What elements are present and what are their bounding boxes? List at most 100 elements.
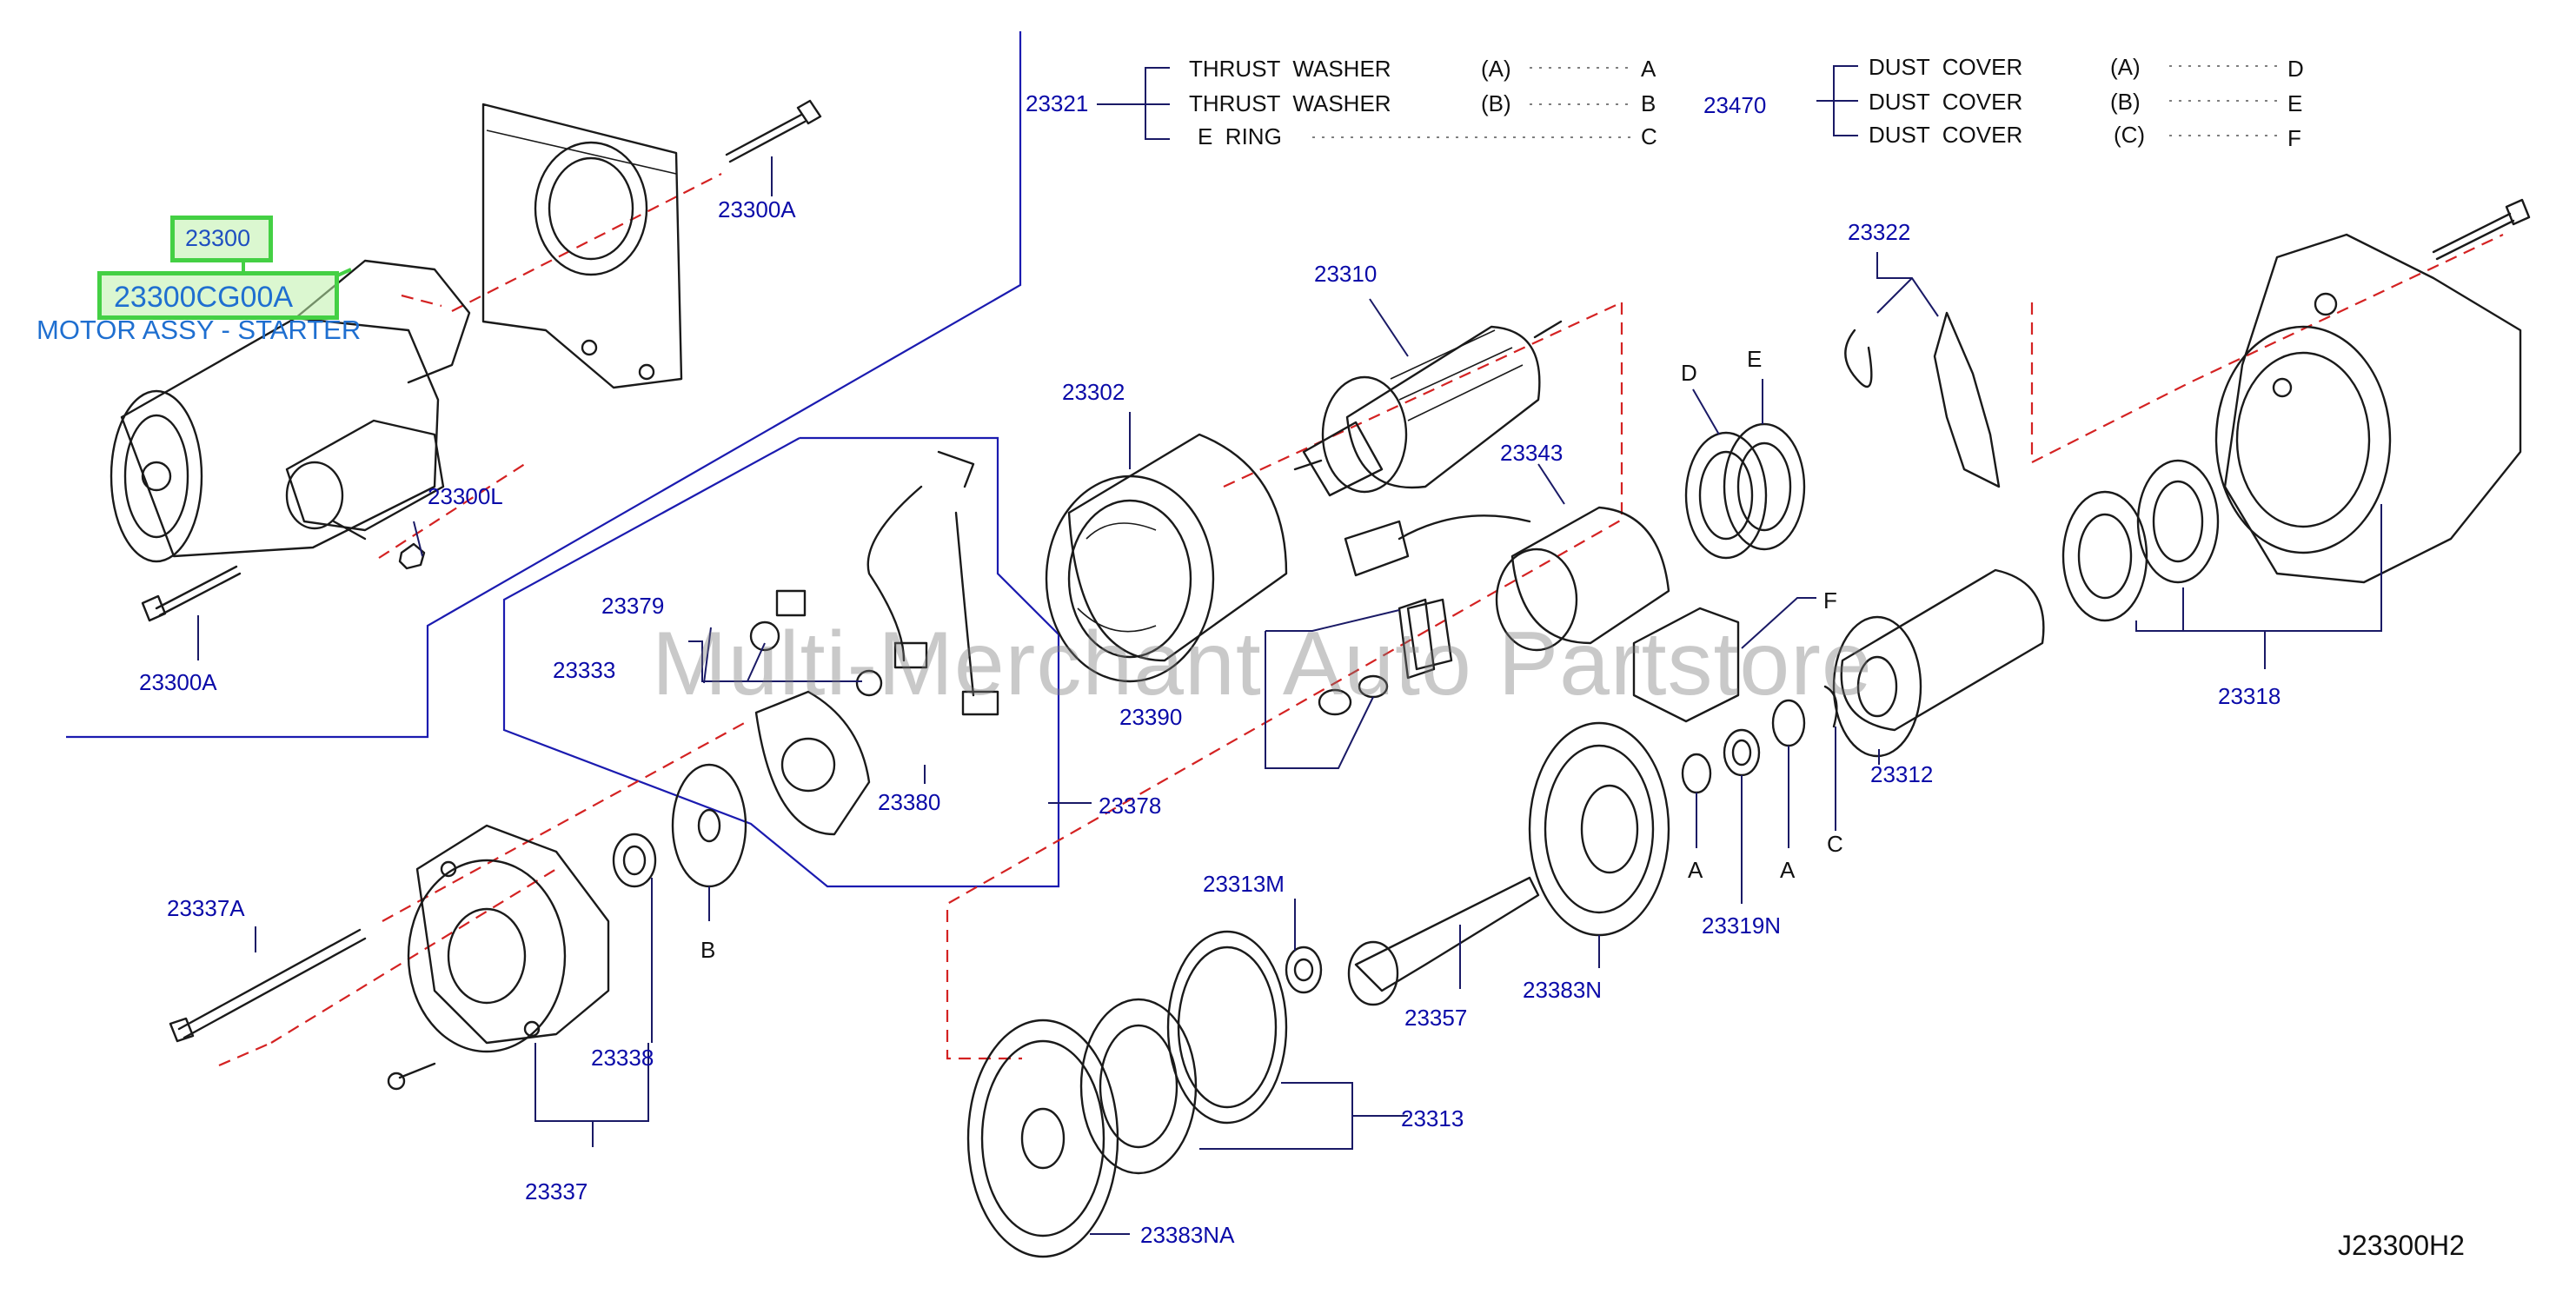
callout-23313m[interactable]: 23313M [1203, 871, 1285, 897]
brush-parts-23379 [749, 589, 883, 697]
highlight-part-no-box[interactable]: 23300 [170, 216, 273, 262]
dust-cover-f [1632, 607, 1740, 723]
callout-23302[interactable]: 23302 [1062, 379, 1125, 405]
callout-23333[interactable]: 23333 [553, 657, 615, 683]
dust-cover-e [1723, 422, 1806, 551]
legend-23321-row3-name: E RING [1198, 123, 1282, 149]
legend-23470-ref: 23470 [1703, 92, 1766, 118]
callout-23380[interactable]: 23380 [878, 789, 940, 815]
e-ring-c [1823, 685, 1838, 728]
diagram-code: J23300H2 [2338, 1230, 2465, 1261]
bolt-23300a-top [725, 99, 822, 163]
legend-23470-row1-key: D [2287, 56, 2304, 82]
callout-23379[interactable]: 23379 [601, 593, 664, 619]
legend-23470-row3-key: F [2287, 125, 2301, 151]
letter-marks: D E F A A B C [700, 346, 1843, 963]
legend-23321-row3-key: C [1641, 123, 1657, 149]
callout-23390[interactable]: 23390 [1119, 704, 1182, 730]
mark-f: F [1823, 587, 1837, 614]
watermark: Multi-Merchant Auto Partstore [652, 614, 1873, 714]
highlight-part-no: 23300 [185, 225, 251, 251]
legend-23470-row2-key: E [2287, 90, 2302, 116]
callout-23319n[interactable]: 23319N [1702, 912, 1781, 939]
mark-b: B [700, 937, 715, 963]
nut-23300l [398, 542, 426, 570]
callout-23383n[interactable]: 23383N [1523, 977, 1602, 1003]
dust-cover-d [1684, 431, 1768, 560]
gear-shaft-23312 [1832, 568, 2045, 758]
bolt-23300a-left [141, 565, 242, 622]
mark-c: C [1827, 831, 1843, 857]
legend-23470-row2-variant: (B) [2110, 89, 2141, 115]
gear-case-23318 [2214, 233, 2522, 584]
clip-23322 [1844, 311, 2001, 488]
legend-23321-row1-key: A [1641, 56, 1656, 82]
mark-d: D [1681, 360, 1697, 386]
legend-23470-row3-name: DUST COVER [1869, 122, 2022, 148]
legend-23321-ref: 23321 [1026, 90, 1088, 116]
mark-e: E [1747, 346, 1762, 372]
legend-23470-bracket [1816, 65, 2277, 136]
callout-23383na[interactable]: 23383NA [1140, 1222, 1235, 1248]
callout-23300a-top[interactable]: 23300A [718, 196, 796, 222]
callout-23337a[interactable]: 23337A [167, 895, 245, 921]
starter-motor-assembly [110, 259, 471, 563]
callout-23310[interactable]: 23310 [1314, 261, 1377, 287]
overrunning-clutch-23357 [1347, 876, 1540, 1006]
highlight-part-code-box[interactable]: 23300CG00A [97, 271, 339, 320]
callout-23378[interactable]: 23378 [1099, 793, 1161, 819]
callout-23338[interactable]: 23338 [591, 1045, 654, 1071]
callout-23313[interactable]: 23313 [1401, 1105, 1464, 1131]
legend-23470-row3-variant: (C) [2114, 122, 2145, 148]
engine-bracket [481, 103, 683, 389]
mark-a-1: A [1688, 857, 1703, 883]
callout-23318[interactable]: 23318 [2218, 683, 2281, 709]
bearing-23318a [2061, 490, 2148, 622]
highlight-part-code: 23300CG00A [114, 281, 294, 314]
legend-23321-row2-name: THRUST WASHER [1189, 90, 1391, 116]
washer-23319n [1723, 728, 1761, 777]
pinion-23313m [1285, 946, 1323, 994]
mark-a-2: A [1780, 857, 1796, 883]
brush-wiring-23380 [866, 450, 999, 716]
bearing-23318b [2136, 459, 2220, 584]
bolt-top-right [2432, 198, 2531, 261]
solenoid-23343 [1344, 506, 1670, 671]
callout-23337[interactable]: 23337 [525, 1178, 588, 1204]
callout-23312[interactable]: 23312 [1870, 761, 1933, 787]
callout-23343[interactable]: 23343 [1500, 440, 1563, 466]
cover-23383n [1528, 721, 1670, 937]
legend-23470: 23470 DUST COVER (A) D DUST COVER (B) E … [1703, 54, 2304, 151]
legend-23470-row1-variant: (A) [2110, 54, 2141, 80]
screw-small [387, 1062, 436, 1091]
legend-23470-row1-name: DUST COVER [1869, 54, 2022, 80]
legend-23321-row1-variant: (A) [1481, 56, 1511, 82]
clutch-23313a [1166, 930, 1288, 1125]
callout-23322[interactable]: 23322 [1848, 219, 1910, 245]
callout-23300l[interactable]: 23300L [428, 483, 503, 509]
washer-b [671, 763, 747, 888]
washer-a1 [1681, 753, 1712, 794]
cover-23383na [966, 1019, 1119, 1258]
yoke-23302 [1045, 433, 1288, 683]
bolt-23337a [169, 928, 367, 1043]
callout-23357[interactable]: 23357 [1404, 1005, 1467, 1031]
assembly-axis-lines [218, 173, 2504, 1067]
legend-23321-bracket [1097, 67, 1634, 140]
legend-23470-row2-name: DUST COVER [1869, 89, 2022, 115]
leader-lines [197, 156, 2382, 1235]
clutch-23313b [1079, 998, 1198, 1175]
rear-cover-23337 [407, 824, 610, 1053]
brush-holder-plate [754, 690, 871, 836]
legend-23321-row1-name: THRUST WASHER [1189, 56, 1391, 82]
legend-23321-row2-variant: (B) [1481, 90, 1511, 116]
callout-23300a-left[interactable]: 23300A [139, 669, 217, 695]
part-callouts: 23300A 23300L 23300A 23310 23302 23343 2… [139, 196, 2281, 1248]
legend-23321-row2-key: B [1641, 90, 1656, 116]
section-divider-lines [66, 31, 1060, 888]
armature-23310 [1293, 320, 1563, 497]
legend-23321: 23321 THRUST WASHER (A) A THRUST WASHER … [1026, 56, 1657, 149]
bushing-23338 [612, 833, 657, 888]
